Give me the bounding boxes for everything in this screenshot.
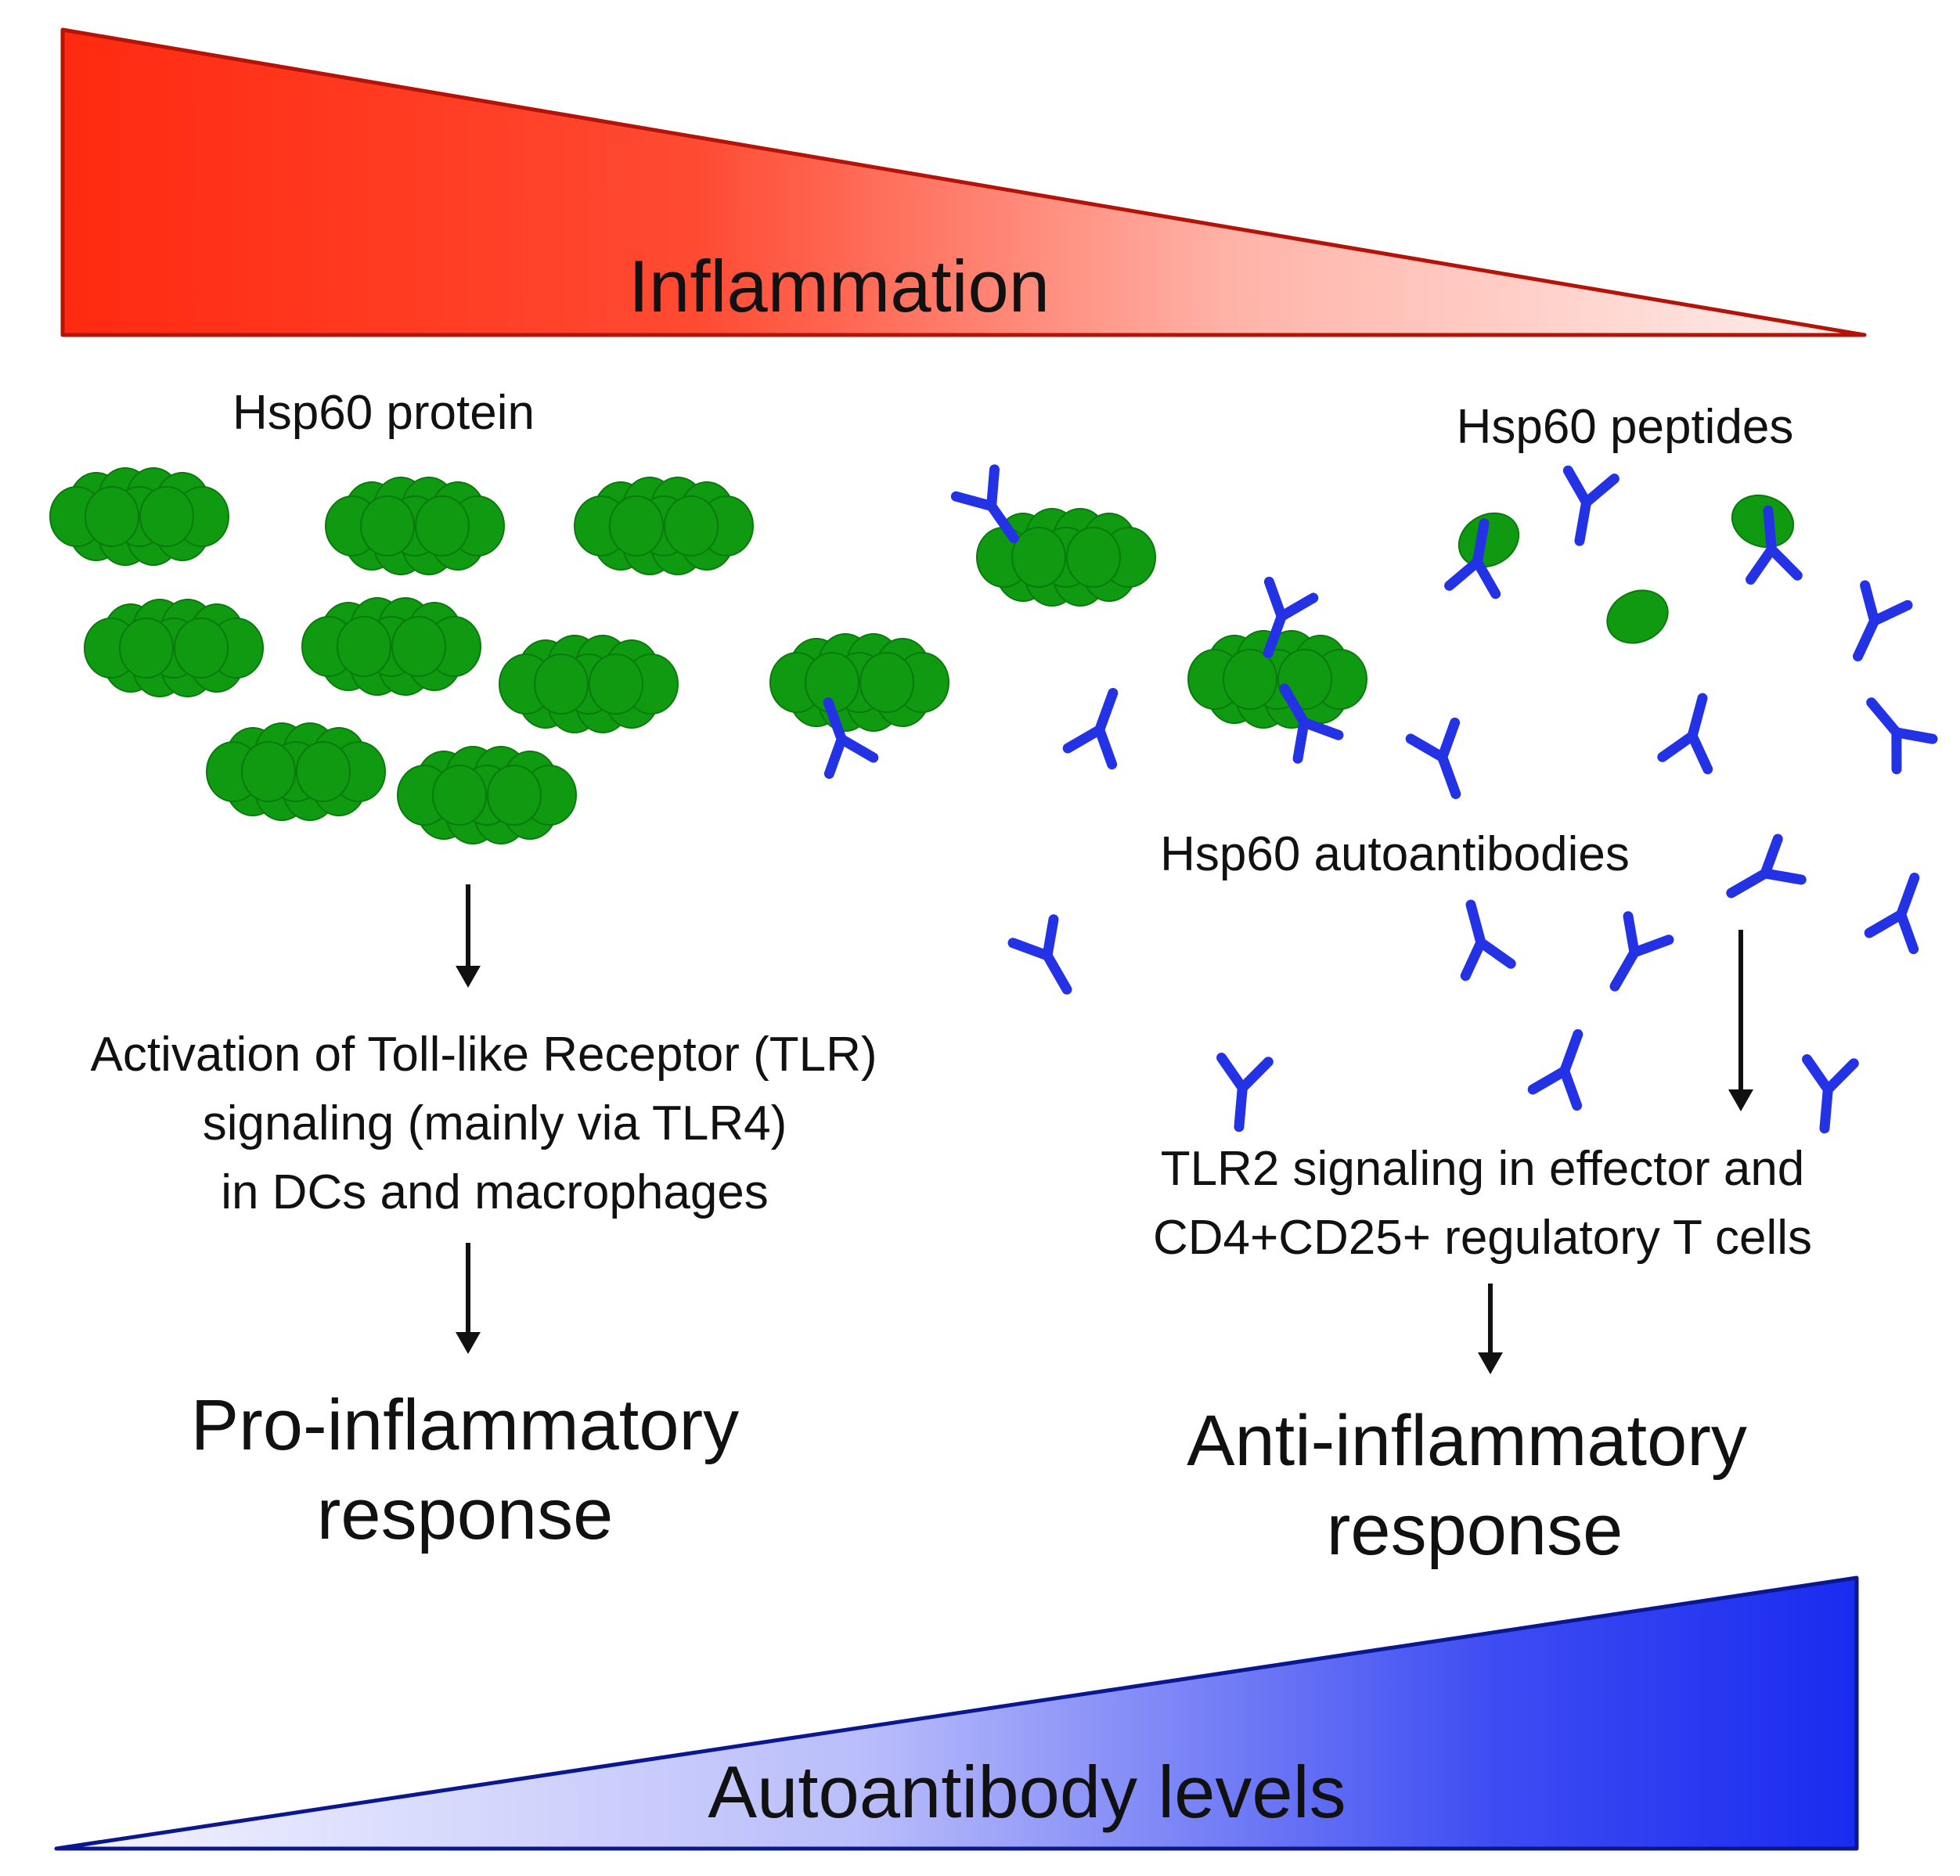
arrow-down-icon [456, 1243, 481, 1354]
hsp60-peptide-group [1457, 494, 1795, 644]
autoantibody-wedge: Autoantibody levels [54, 1575, 1859, 1851]
antibody-icon [1007, 914, 1072, 995]
anti-inflammatory-line-2: response [1327, 1490, 1623, 1570]
antibody-icon [1062, 687, 1119, 770]
antibody-icon [1562, 465, 1620, 546]
antibody-icon [1216, 1052, 1274, 1132]
antibody-icon [1864, 872, 1920, 955]
arrow-down-icon [456, 884, 481, 988]
inflammation-label: Inflammation [629, 245, 1050, 327]
right-pathway: TLR2 signaling in effector and CD4+CD25+… [1153, 1142, 1812, 1570]
hsp60-peptide-icon [1457, 512, 1520, 568]
hsp60-peptide-icon [1606, 589, 1669, 644]
arrow-down-icon [1478, 1284, 1503, 1374]
hsp60-protein-icon [397, 746, 577, 844]
antibody-icon [823, 697, 879, 780]
antibody-icon [1279, 683, 1344, 764]
antibody-icon [1802, 1053, 1859, 1134]
antibody-icon [1746, 505, 1803, 585]
autoantibody-wedge-shape [54, 1575, 1859, 1851]
hsp60-autoantibodies-label: Hsp60 autoantibodies [1160, 827, 1630, 881]
inflammation-wedge: Inflammation [60, 27, 1867, 337]
antibody-icon [1866, 697, 1938, 775]
hsp60-protein-icon [976, 508, 1156, 607]
antibody-icon [1263, 576, 1319, 659]
hsp60-protein-icon [325, 477, 505, 575]
antibody-icon [1852, 580, 1913, 662]
antibody-icon [1444, 518, 1501, 600]
pro-inflammatory-line-1: Pro-inflammatory [191, 1385, 739, 1465]
hsp60-protein-icon [769, 633, 949, 732]
hsp60-protein-icon [574, 477, 754, 575]
inflammation-wedge-shape [60, 27, 1867, 337]
pro-inflammatory-line-2: response [317, 1475, 613, 1554]
hsp60-peptide-icon [1731, 494, 1795, 549]
hsp60-protein-icon [301, 597, 481, 696]
autoantibody-label: Autoantibody levels [708, 1751, 1346, 1833]
arrow-down-icon [1728, 930, 1753, 1111]
left-mechanism-line-1: Activation of Toll-like Receptor (TLR) [91, 1028, 877, 1082]
antibody-icon [1405, 717, 1461, 800]
hsp60-protein-icon [49, 467, 229, 566]
antibody-icon [1460, 899, 1516, 981]
antibody-icon [950, 464, 1019, 544]
hsp60-peptides-label: Hsp60 peptides [1457, 400, 1794, 454]
hsp60-protein-icon [206, 722, 386, 821]
hsp60-protein-icon [1187, 630, 1367, 729]
hsp60-protein-label: Hsp60 protein [232, 386, 535, 440]
antibody-icon [1527, 1028, 1583, 1111]
antibody-group [823, 464, 1938, 1134]
left-mechanism-line-2: signaling (mainly via TLR4) [203, 1096, 787, 1150]
hsp60-protein-icon [84, 599, 264, 697]
hsp60-protein-icon [499, 635, 679, 733]
right-mechanism-line-2: CD4+CD25+ regulatory T cells [1153, 1211, 1812, 1265]
left-mechanism-line-3: in DCs and macrophages [221, 1165, 769, 1219]
antibody-icon [1657, 693, 1713, 775]
antibody-icon [1609, 911, 1674, 992]
left-pathway: Activation of Toll-like Receptor (TLR) s… [91, 1028, 877, 1554]
hsp60-protein-group [49, 467, 1367, 844]
antibody-icon [1726, 834, 1807, 898]
anti-inflammatory-line-1: Anti-inflammatory [1187, 1401, 1747, 1481]
right-mechanism-line-1: TLR2 signaling in effector and [1161, 1142, 1805, 1196]
arrow-group [456, 884, 1753, 1374]
